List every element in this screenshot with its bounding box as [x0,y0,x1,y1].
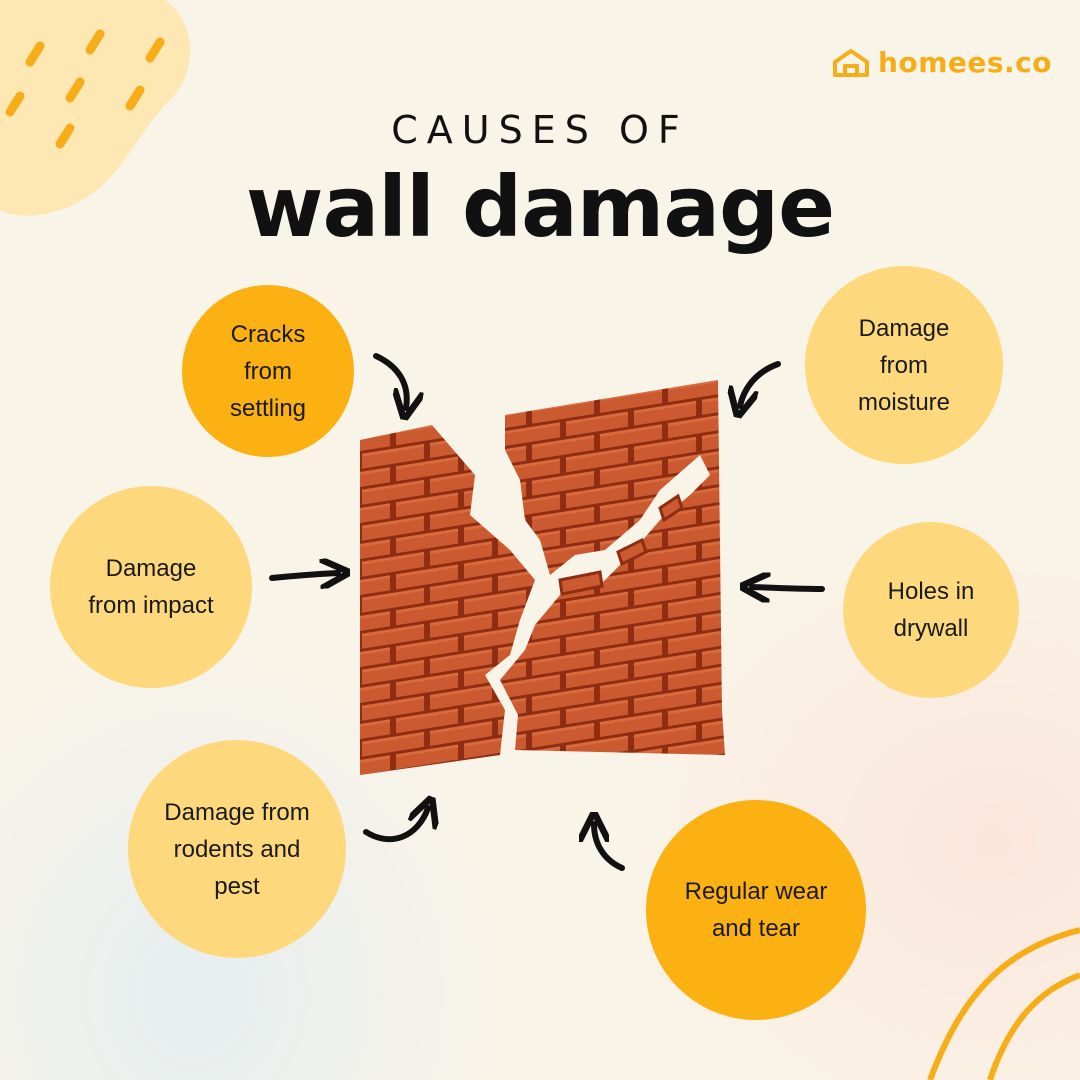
brand-name: homees.co [878,46,1052,79]
title-line-2: wall damage [245,158,835,256]
cause-text: Holes in drywall [888,573,975,647]
cause-line: Damage [105,555,197,582]
cause-line: from [243,357,292,385]
cause-line: from [880,351,928,379]
cause-line: settling [229,394,307,422]
arrow-impact-to-wall [269,573,338,578]
cause-text: Damage from moisture [858,310,950,421]
cause-line: rodents and [173,835,301,863]
cause-bubble-drywall: Holes in drywall [843,522,1019,698]
cause-text: Regular wear and tear [685,873,828,947]
cause-bubble-settling: Cracks from settling [182,285,354,457]
cause-bubble-wear: Regular wear and tear [646,800,866,1020]
cause-bubble-moisture: Damage from moisture [805,266,1003,464]
title-line-1: CAUSES OF [391,108,689,152]
brand-logo: homees.co [832,46,1052,79]
cause-line: Damage from [164,798,310,826]
cause-line: drywall [893,615,969,642]
arrow-moisture-to-wall [740,361,781,406]
cause-text: Damage from impact [88,550,213,624]
bottom-right-curves [927,927,1080,1080]
cause-line: pest [214,872,260,900]
cause-line: and tear [711,915,801,942]
house-logo-icon [833,48,870,77]
cause-bubble-impact: Damage from impact [50,486,252,688]
cracked-brick-wall-illustration [360,380,725,775]
cause-text: Damage from rodents and pest [164,794,309,905]
cause-line: moisture [857,388,951,416]
arrow-settling-to-wall [373,353,407,408]
cause-line: Holes in [887,578,975,605]
cause-line: Regular wear [684,878,828,905]
arrow-wear-to-wall [594,824,625,871]
cause-bubble-rodents: Damage from rodents and pest [128,740,346,958]
arrow-drywall-to-wall [752,587,825,589]
cause-line: from impact [88,592,214,619]
cause-text: Cracks from settling [230,316,306,427]
arrow-rodents-to-wall [363,808,428,843]
cause-line: Damage [858,314,950,342]
top-left-blob [0,0,191,216]
crack-debris [558,493,684,596]
cause-line: Cracks [230,320,306,348]
dash-pattern [5,29,165,149]
